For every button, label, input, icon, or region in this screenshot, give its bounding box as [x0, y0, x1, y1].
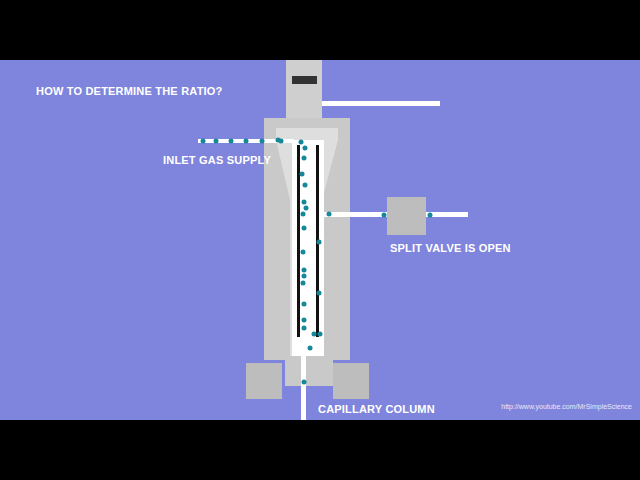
title: HOW TO DETERMINE THE RATIO? [36, 85, 223, 98]
watermark: http://www.youtube.com/MrSimpleScience [501, 403, 632, 411]
part-label: SPLIT VALVE IS OPEN [390, 242, 511, 255]
injector-neck [285, 356, 333, 386]
septum [292, 76, 317, 84]
septum-purge-pipe [322, 101, 440, 106]
gas-molecules [201, 138, 433, 385]
capillary-column [301, 350, 306, 420]
injector-foot [246, 363, 282, 399]
injector-body [264, 118, 350, 360]
injector-foot [333, 363, 369, 399]
inner-chamber [276, 128, 338, 356]
part-label: INLET GAS SUPPLY [163, 154, 271, 167]
background [0, 60, 640, 420]
split-valve [387, 197, 426, 235]
inlet-pipe [198, 139, 294, 143]
septum-head [286, 60, 322, 120]
part-label: CAPILLARY COLUMN [318, 403, 435, 416]
liner-space [292, 140, 324, 356]
